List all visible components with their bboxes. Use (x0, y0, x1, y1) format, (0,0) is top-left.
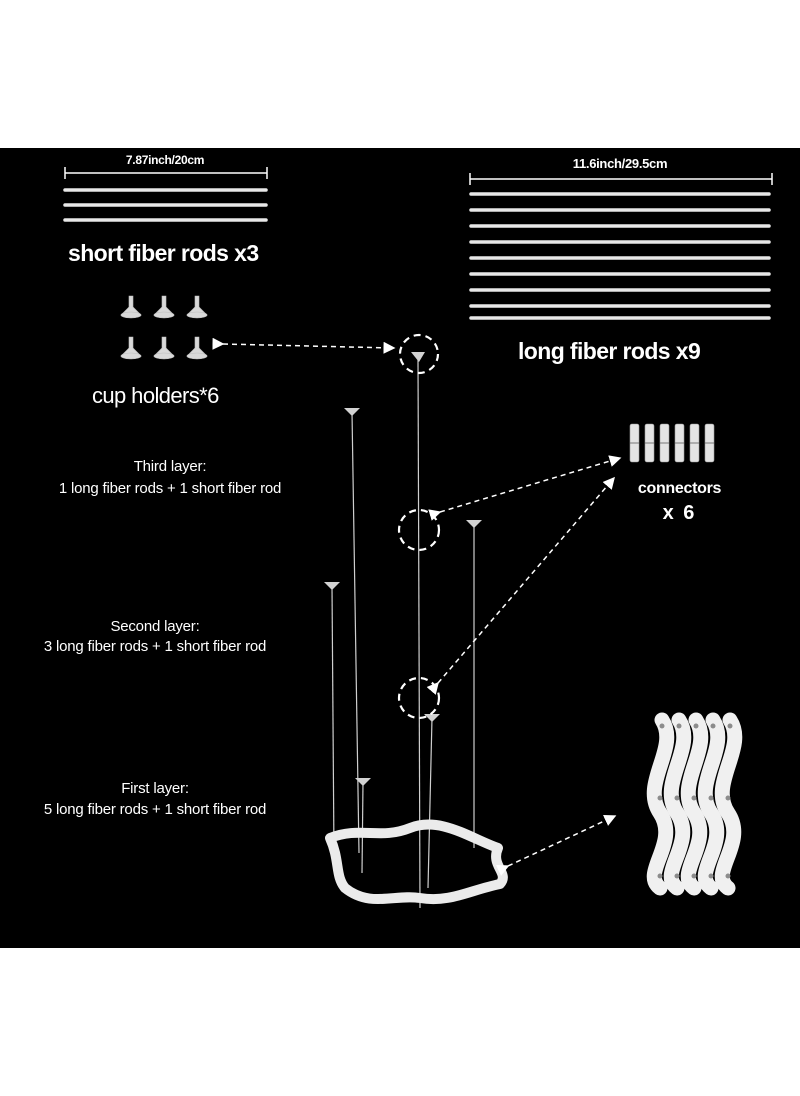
long-fiber-rods (469, 192, 771, 320)
connectors-icon (629, 423, 715, 463)
second-layer-desc: 3 long fiber rods + 1 short fiber rod (43, 638, 267, 655)
first-layer-title: First layer: (121, 780, 189, 797)
long-rods-dimension-line (469, 173, 773, 185)
product-diagram-panel: 7.87inch/20cm short fiber rods x3 11.6in… (0, 148, 800, 948)
third-layer-desc: 1 long fiber rods + 1 short fiber rod (58, 480, 282, 497)
first-layer-desc: 5 long fiber rods + 1 short fiber rod (43, 801, 267, 818)
third-layer-title: Third layer: (133, 458, 207, 475)
parts-illustration (63, 167, 773, 909)
cup-holders-icon (120, 295, 208, 360)
assembled-stand-illustration (324, 352, 508, 909)
short-fiber-rods (63, 188, 268, 222)
short-rods-dimension-line (64, 167, 268, 179)
wavy-base-strips-icon (646, 712, 743, 896)
long-rods-dimension: 11.6inch/29.5cm (572, 156, 668, 171)
short-rods-dimension: 7.87inch/20cm (125, 153, 205, 167)
connectors-label: connectors (637, 480, 722, 497)
second-layer-title: Second layer: (110, 618, 200, 635)
connectors-count: x 6 (662, 502, 697, 524)
cup-holders-label: cup holders*6 (92, 383, 219, 408)
short-rods-label: short fiber rods x3 (68, 240, 259, 266)
long-rods-label: long fiber rods x9 (518, 338, 701, 364)
pointer-arrows (212, 337, 622, 876)
